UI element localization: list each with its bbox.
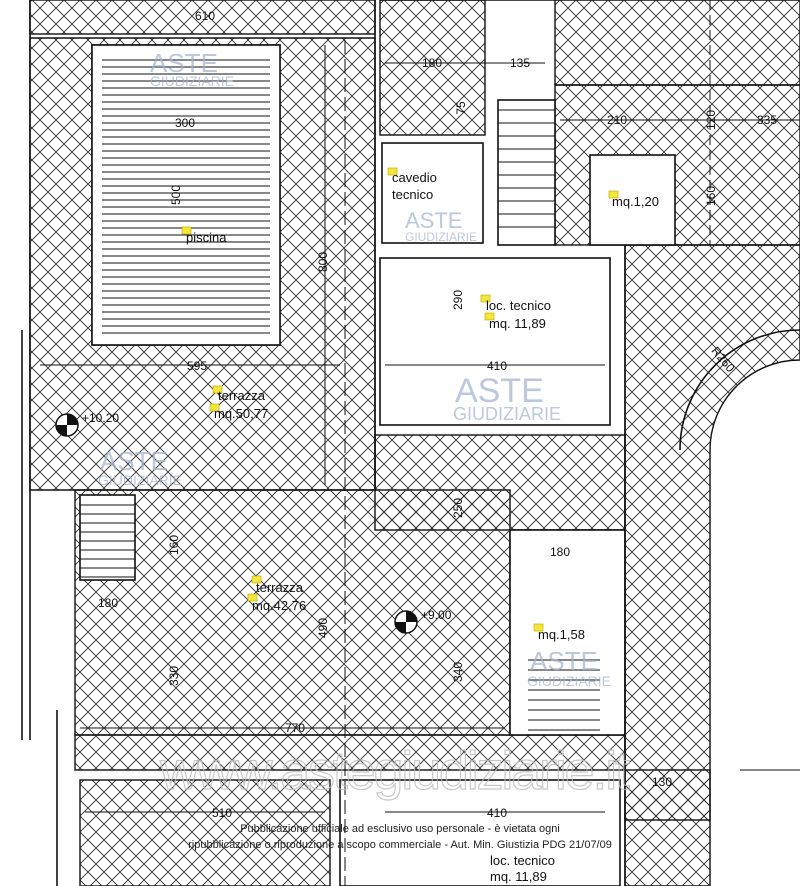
label-loc-tecnico: loc. tecnico bbox=[486, 298, 551, 313]
dim-490: 490 bbox=[316, 618, 330, 638]
dimension-lines bbox=[40, 45, 800, 813]
watermark-aste: ASTE bbox=[455, 372, 544, 410]
watermark-giudiziarie: GIUDIZIARIE bbox=[453, 404, 561, 424]
dim-595: 595 bbox=[187, 359, 207, 373]
watermark-giudiziarie: GIUDIZIARIE bbox=[150, 73, 234, 89]
dim-210: 210 bbox=[607, 113, 627, 127]
dim-120: 120 bbox=[704, 110, 718, 130]
label-terrazza-1: terrazza bbox=[218, 388, 266, 403]
label-loc-tecnico-bottom-area: mq. 11,89 bbox=[490, 869, 547, 884]
notice-line-2: ripubblicazione o riproduzione a scopo c… bbox=[188, 839, 612, 851]
watermark-giudiziarie: GIUDIZIARIE bbox=[405, 230, 477, 244]
label-cavedio-tecnico: tecnico bbox=[392, 187, 433, 202]
dim-180: 180 bbox=[422, 56, 442, 70]
dim-410b: 410 bbox=[487, 806, 507, 820]
dim-180c: 180 bbox=[98, 596, 118, 610]
dim-160b: 160 bbox=[167, 535, 181, 555]
dim-135: 135 bbox=[510, 56, 530, 70]
watermark-aste: ASTE bbox=[530, 646, 598, 676]
label-area-1-20: mq.1,20 bbox=[612, 194, 659, 209]
label-terrazza-2: terrazza bbox=[256, 580, 304, 595]
dim-340: 340 bbox=[451, 662, 465, 682]
label-piscina: piscina bbox=[186, 230, 227, 245]
stair-lines bbox=[80, 109, 600, 731]
dim-770: 770 bbox=[285, 721, 305, 735]
watermark-site: www.astegiudiziarie.it bbox=[159, 741, 630, 801]
label-loc-tecnico-area: mq. 11,89 bbox=[489, 316, 546, 331]
notice-line-1: Pubblicazione ufficiale ad esclusivo uso… bbox=[240, 823, 560, 835]
label-terrazza-1-area: mq.50,77 bbox=[214, 406, 268, 421]
level-10-20: +10.20 bbox=[82, 411, 119, 425]
dim-180b: 180 bbox=[550, 545, 570, 559]
dim-300: 300 bbox=[175, 116, 195, 130]
dim-610: 610 bbox=[195, 9, 215, 23]
label-loc-tecnico-bottom: loc. tecnico bbox=[490, 853, 555, 868]
dim-290: 290 bbox=[451, 290, 465, 310]
dim-800: 800 bbox=[316, 252, 330, 272]
label-cavedio: cavedio bbox=[392, 170, 437, 185]
dim-500: 500 bbox=[169, 185, 183, 205]
label-terrazza-2-area: mq.42,76 bbox=[252, 598, 306, 613]
publication-notice: Pubblicazione ufficiale ad esclusivo uso… bbox=[188, 823, 612, 851]
watermark-giudiziarie: GIUDIZIARIE bbox=[527, 673, 611, 689]
dim-160: 160 bbox=[704, 186, 718, 206]
dim-330: 330 bbox=[167, 666, 181, 686]
dim-130: 130 bbox=[652, 775, 672, 789]
level-9-00: +9.00 bbox=[421, 608, 452, 622]
dim-75: 75 bbox=[454, 101, 468, 115]
pool-lines bbox=[102, 59, 270, 334]
dim-335: 335 bbox=[757, 113, 777, 127]
watermark-giudiziarie: GIUDIZIARIE bbox=[98, 472, 182, 488]
room-labels: cavedio tecnico piscina mq.1,20 loc. tec… bbox=[181, 167, 659, 884]
watermark-aste: ASTE bbox=[405, 208, 462, 233]
dim-250: 250 bbox=[451, 498, 465, 518]
watermark-aste: ASTE bbox=[100, 446, 168, 476]
level-markers: +10.20 +9.00 bbox=[55, 411, 452, 634]
watermark-aste: ASTE bbox=[150, 48, 218, 78]
label-area-1-58: mq.1,58 bbox=[538, 627, 585, 642]
dim-410: 410 bbox=[487, 359, 507, 373]
walls bbox=[21, 0, 800, 886]
level-marker-icon bbox=[55, 413, 79, 437]
dim-510: 510 bbox=[212, 806, 232, 820]
watermarks: ASTE GIUDIZIARIE ASTE GIUDIZIARIE ASTE G… bbox=[98, 48, 631, 802]
dimension-labels: 610 180 135 75 210 120 335 160 300 500 8… bbox=[98, 9, 777, 820]
level-marker-icon bbox=[394, 610, 418, 634]
